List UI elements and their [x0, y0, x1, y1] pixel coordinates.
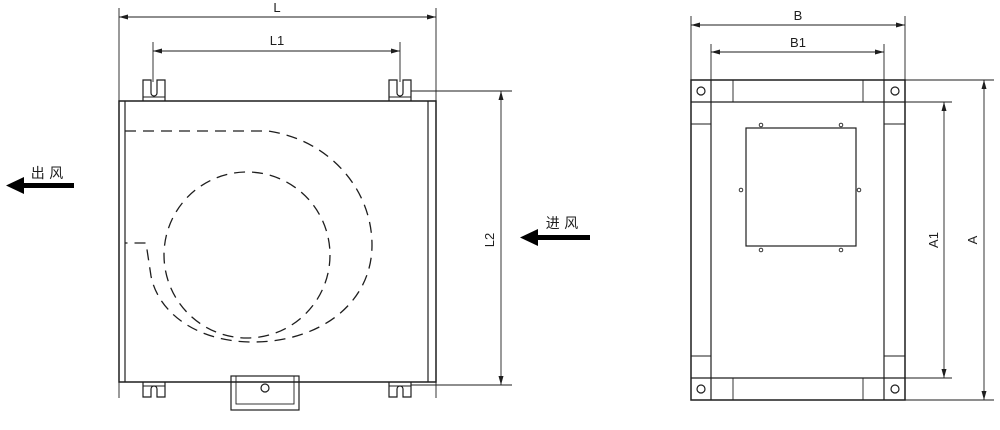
dimension-B: B — [690, 8, 906, 80]
inlet-opening — [745, 127, 857, 247]
dimension-L2: L2 — [411, 90, 512, 386]
dimension-A1: A1 — [905, 101, 952, 379]
outlet-label: 出 风 — [31, 166, 63, 182]
side-view: B B1 — [690, 8, 994, 401]
inlet-label: 进 风 — [546, 216, 578, 232]
frame-outline — [690, 79, 906, 401]
dimension-L: L — [118, 0, 437, 398]
corner-hole — [696, 86, 706, 96]
dimension-A: A — [905, 79, 994, 401]
housing-outline — [118, 100, 437, 383]
top-left-bracket — [142, 79, 166, 101]
corner-hole — [696, 384, 706, 394]
bottom-mounting-tab — [230, 375, 300, 411]
label-B1: B1 — [790, 35, 806, 50]
corner-hole — [890, 86, 900, 96]
front-view: L L1 — [6, 0, 590, 411]
label-L: L — [273, 0, 280, 15]
label-A1: A1 — [926, 232, 941, 248]
corner-hole — [890, 384, 900, 394]
dimension-B1: B1 — [710, 35, 885, 80]
dimension-L1: L1 — [152, 33, 401, 82]
top-right-bracket — [388, 79, 412, 101]
bottom-left-bracket — [142, 382, 166, 398]
inlet-bolt-holes — [738, 122, 862, 253]
label-A: A — [965, 235, 980, 244]
volute-hidden-outline — [125, 130, 373, 343]
inlet-airflow-arrow — [520, 229, 590, 246]
label-L2: L2 — [482, 233, 497, 247]
impeller-hidden-circle — [163, 171, 331, 339]
outlet-airflow-arrow — [6, 177, 74, 194]
bottom-right-bracket — [388, 382, 412, 398]
label-B: B — [794, 8, 803, 23]
label-L1: L1 — [270, 33, 284, 48]
